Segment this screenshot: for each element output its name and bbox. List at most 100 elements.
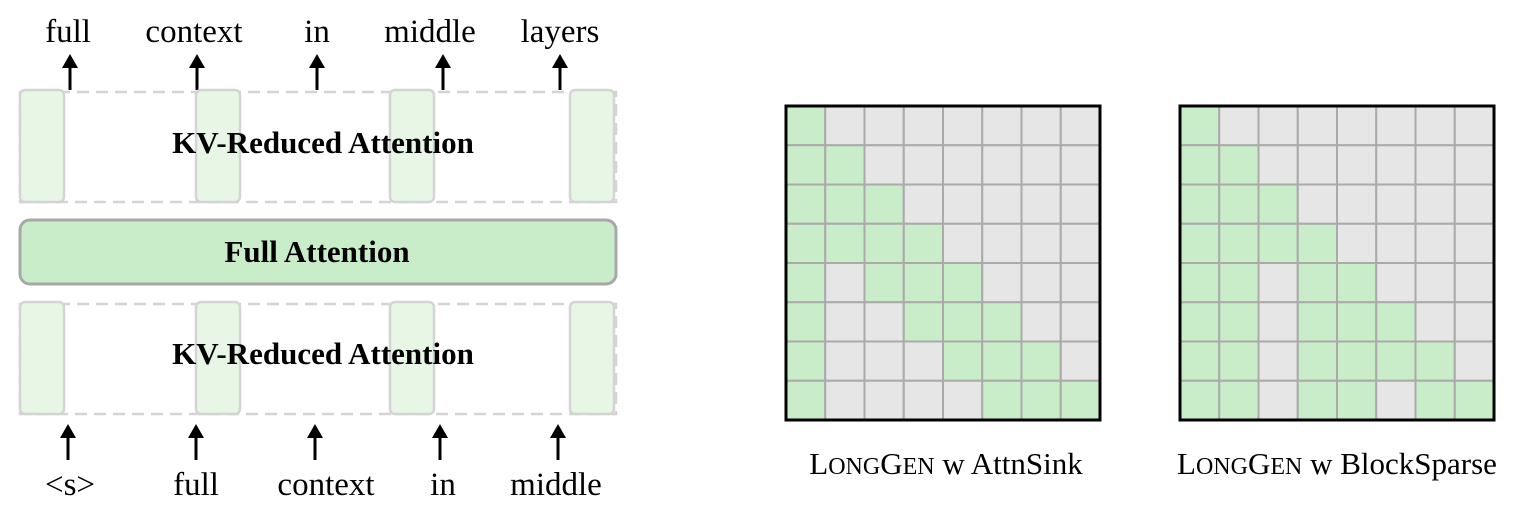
mask-cell-r1-c4-inactive <box>942 144 984 186</box>
mask-cell-r5-c7-inactive <box>1059 301 1101 343</box>
mask-cell-r1-c1-active <box>824 144 866 186</box>
bottom-token-2: full <box>173 467 219 503</box>
mask-cell-r0-c1-inactive <box>1218 105 1260 147</box>
top-token-1: full <box>45 14 91 50</box>
mask-cell-r4-c3-active <box>902 262 944 304</box>
bottom-arrowhead-4 <box>432 424 448 438</box>
bottom-tokens: <s> full context in middle <box>45 467 602 503</box>
mask-cell-r0-c5-inactive <box>981 105 1023 147</box>
upper-column-4 <box>568 88 616 204</box>
mask-cell-r0-c4-inactive <box>1336 105 1378 147</box>
mask-cell-r0-c5-inactive <box>1375 105 1417 147</box>
mask-cell-r3-c2-active <box>1257 222 1299 264</box>
bottom-arrowhead-1 <box>60 424 76 438</box>
blocksparse-mask-grid <box>1178 104 1496 422</box>
caption-1-name-mid: G <box>880 446 902 481</box>
lower-column-1 <box>18 300 66 416</box>
upper-column-2 <box>194 88 242 204</box>
mask-cell-r2-c1-active <box>824 183 866 225</box>
mask-cell-r3-c5-inactive <box>981 222 1023 264</box>
mask-cell-r3-c3-active <box>902 222 944 264</box>
mask-cell-r1-c7-inactive <box>1453 144 1495 186</box>
bottom-token-5: middle <box>510 467 602 503</box>
mask-border <box>1178 104 1496 422</box>
mask-cell-r2-c6-inactive <box>1020 183 1062 225</box>
mask-cell-r5-c5-active <box>981 301 1023 343</box>
mask-cell-r0-c7-inactive <box>1453 105 1495 147</box>
bottom-token-3: context <box>277 467 374 503</box>
attnsink-mask-grid <box>784 104 1102 422</box>
mask-border <box>784 104 1102 422</box>
top-arrowhead-5 <box>552 54 568 68</box>
lower-block-label: KV-Reduced Attention <box>172 336 474 371</box>
top-arrowhead-2 <box>189 54 205 68</box>
top-arrowhead-4 <box>435 54 451 68</box>
mask-cell-r0-c7-inactive <box>1059 105 1101 147</box>
mask-cell-r6-c0-active <box>785 340 827 382</box>
top-tokens: full context in middle layers <box>45 14 599 50</box>
lower-kv-reduced-block: KV-Reduced Attention <box>18 300 618 416</box>
caption-1-name-first: L <box>809 446 828 481</box>
mask-cell-r0-c4-inactive <box>942 105 984 147</box>
mask-cell-r2-c1-active <box>1218 183 1260 225</box>
full-attention-label: Full Attention <box>224 234 409 269</box>
bottom-token-1: <s> <box>45 467 95 503</box>
mask-cell-r6-c2-inactive <box>863 340 905 382</box>
bottom-arrows <box>66 434 560 460</box>
bottom-token-4: in <box>430 467 456 503</box>
mask-cell-r0-c6-inactive <box>1414 105 1456 147</box>
mask-cell-r2-c7-inactive <box>1453 183 1495 225</box>
caption-1-name-rest2: EN <box>903 454 935 480</box>
mask-cell-r4-c7-inactive <box>1453 262 1495 304</box>
mask-cell-r1-c3-inactive <box>902 144 944 186</box>
mask-cell-r4-c1-inactive <box>824 262 866 304</box>
mask-cell-r7-c4-active <box>1336 379 1378 421</box>
mask-cell-r3-c1-active <box>1218 222 1260 264</box>
mask-cell-r0-c6-inactive <box>1020 105 1062 147</box>
blocksparse-caption: LONGGEN w BlockSparse <box>1177 446 1497 481</box>
mask-cell-r5-c6-inactive <box>1414 301 1456 343</box>
mask-cell-r2-c5-inactive <box>981 183 1023 225</box>
mask-cell-r2-c2-active <box>863 183 905 225</box>
mask-cell-r2-c6-inactive <box>1414 183 1456 225</box>
lower-column-4 <box>568 300 616 416</box>
mask-cell-r1-c2-inactive <box>1257 144 1299 186</box>
mask-cell-r7-c3-inactive <box>902 379 944 421</box>
mask-cell-r1-c3-inactive <box>1296 144 1338 186</box>
mask-cell-r5-c2-inactive <box>1257 301 1299 343</box>
mask-cell-r3-c5-inactive <box>1375 222 1417 264</box>
mask-cell-r7-c1-inactive <box>824 379 866 421</box>
mask-cell-r4-c1-active <box>1218 262 1260 304</box>
mask-cell-r7-c5-active <box>981 379 1023 421</box>
mask-cell-r6-c5-active <box>1375 340 1417 382</box>
mask-cell-r6-c5-active <box>981 340 1023 382</box>
mask-cell-r7-c2-inactive <box>1257 379 1299 421</box>
full-attention-box <box>18 218 618 286</box>
mask-cell-r5-c3-active <box>902 301 944 343</box>
mask-cell-r7-c7-active <box>1453 379 1495 421</box>
top-token-3: in <box>304 14 330 50</box>
mask-cell-r4-c4-active <box>942 262 984 304</box>
mask-cell-r7-c3-active <box>1296 379 1338 421</box>
mask-cell-r7-c2-inactive <box>863 379 905 421</box>
mask-cell-r1-c5-inactive <box>981 144 1023 186</box>
bottom-arrowhead-5 <box>550 424 566 438</box>
mask-cell-r4-c0-active <box>785 262 827 304</box>
mask-cell-r7-c0-active <box>1179 379 1221 421</box>
mask-cell-r5-c4-active <box>942 301 984 343</box>
mask-cell-r6-c4-active <box>942 340 984 382</box>
mask-cell-r4-c6-inactive <box>1020 262 1062 304</box>
mask-cell-r1-c0-active <box>1179 144 1221 186</box>
mask-cell-r2-c0-active <box>785 183 827 225</box>
mask-cell-r4-c5-inactive <box>1375 262 1417 304</box>
mask-cell-r2-c4-inactive <box>942 183 984 225</box>
mask-cell-r7-c1-active <box>1218 379 1260 421</box>
lower-column-2 <box>194 300 242 416</box>
mask-cell-r5-c4-active <box>1336 301 1378 343</box>
mask-cell-r4-c2-inactive <box>1257 262 1299 304</box>
mask-cell-r0-c2-inactive <box>863 105 905 147</box>
mask-cell-r3-c3-active <box>1296 222 1338 264</box>
mask-cell-r1-c4-inactive <box>1336 144 1378 186</box>
mask-cell-r7-c6-active <box>1020 379 1062 421</box>
